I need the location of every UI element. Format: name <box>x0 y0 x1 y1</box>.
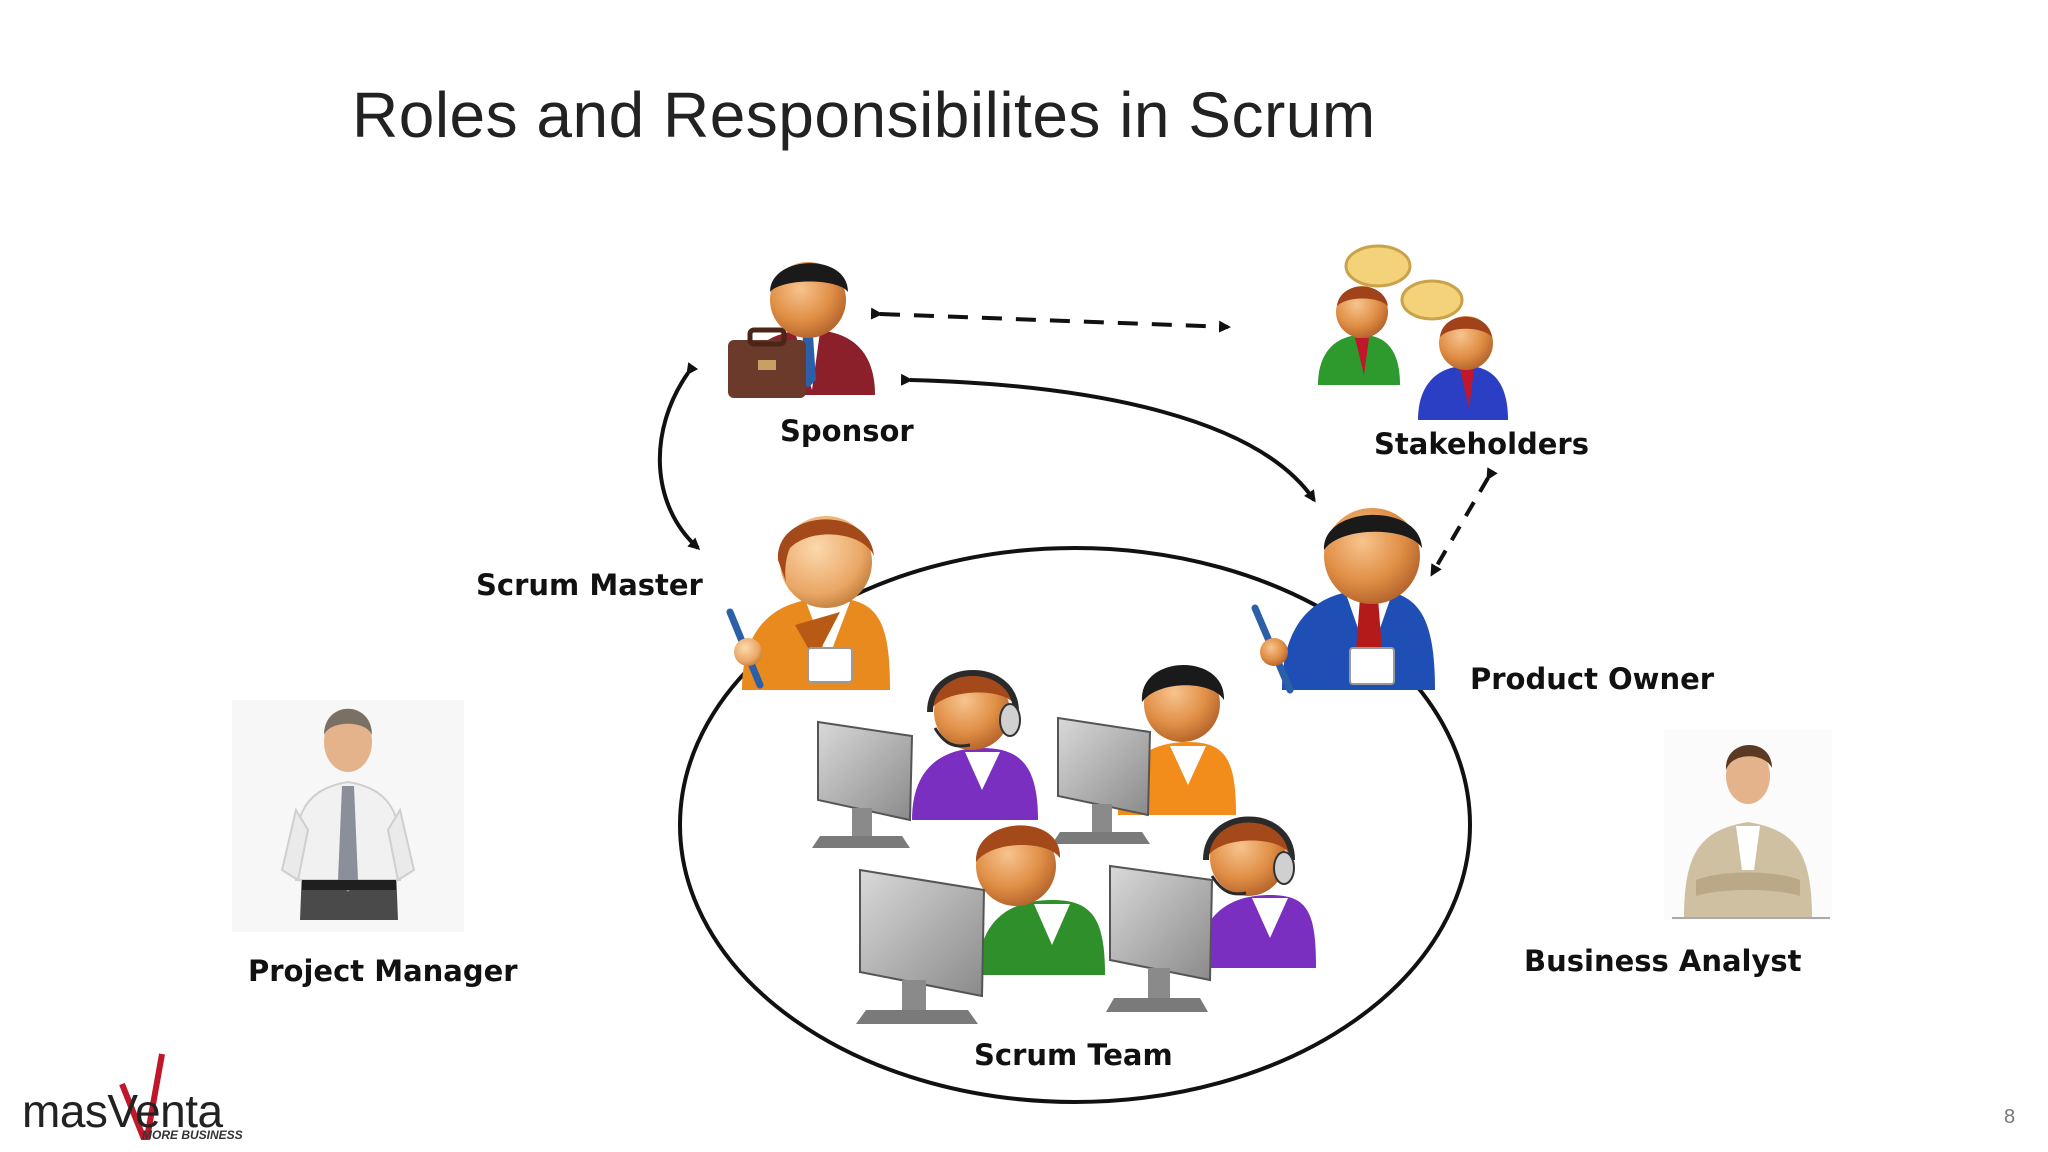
logo-tagline: MORE BUSINESS <box>142 1128 243 1142</box>
slide-title: Roles and Responsibilites in Scrum <box>352 79 1376 151</box>
sponsor-scrum-master-arrow <box>657 362 701 551</box>
stakeholders-label: Stakeholders <box>1374 427 1589 461</box>
scrum-team-label: Scrum Team <box>974 1038 1173 1072</box>
team-member-icon <box>975 825 1105 975</box>
product-owner-label: Product Owner <box>1470 662 1715 696</box>
computer-icon <box>856 868 986 1024</box>
stakeholders-product-owner-dashed-arrow <box>1430 467 1498 577</box>
scrum-master-icon <box>726 516 890 690</box>
project-manager-label: Project Manager <box>248 954 518 988</box>
sponsor-icon <box>728 262 875 398</box>
scrum-team-boundary <box>678 546 1472 1104</box>
headset-icon <box>927 670 1021 748</box>
sponsor-label: Sponsor <box>780 414 914 448</box>
computer-icon <box>1052 716 1152 844</box>
computer-icon <box>1106 864 1214 1012</box>
project-manager-photo <box>232 700 464 932</box>
team-member-icon <box>912 670 1038 820</box>
business-analyst-label: Business Analyst <box>1524 944 1802 978</box>
briefcase-icon <box>728 327 806 398</box>
masventa-logo: masVenta MORE BUSINESS <box>22 1048 262 1142</box>
sponsor-product-owner-arrow <box>900 373 1316 503</box>
stakeholders-icon <box>1318 244 1508 420</box>
sponsor-stakeholders-dashed-arrow <box>870 307 1231 333</box>
page-number: 8 <box>2004 1106 2016 1128</box>
scrum-master-label: Scrum Master <box>476 568 703 602</box>
business-analyst-photo <box>1664 730 1832 920</box>
team-member-icon <box>1198 816 1316 968</box>
logo-v-mark <box>119 1053 165 1140</box>
computer-icon <box>812 720 914 848</box>
headset-icon <box>1203 816 1295 896</box>
logo-brand: masVenta <box>22 1085 223 1137</box>
product-owner-icon <box>1251 508 1435 694</box>
speech-bubble-icon <box>1344 244 1464 321</box>
